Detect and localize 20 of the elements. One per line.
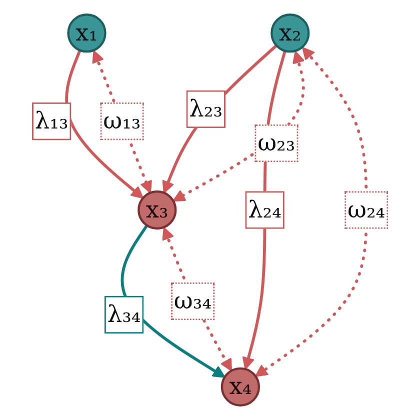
arrow: [65, 50, 144, 199]
node-circle: x₄: [220, 367, 260, 406]
node-circle: x₃: [138, 190, 177, 230]
arrow: [254, 46, 368, 377]
edge-label: ω₃₄: [174, 286, 212, 314]
edge-label: ω₁₃: [103, 106, 141, 134]
arrow: [162, 44, 278, 194]
edge-label: λ₂₄: [248, 195, 282, 224]
edge-label: ω₂₄: [348, 195, 386, 224]
edge-label: λ₂₃: [189, 94, 223, 122]
node-circle: x₂: [270, 14, 310, 53]
arrow: [242, 50, 286, 370]
node-circle: x₁: [67, 14, 106, 53]
arrow: [92, 50, 152, 194]
arrow: [120, 224, 226, 378]
arrow: [172, 50, 305, 202]
arrow: [162, 227, 232, 372]
edge-label: λ₁₃: [34, 106, 68, 134]
edge-label: λ₃₄: [107, 300, 141, 328]
edge-label: ω₂₃: [258, 128, 296, 156]
